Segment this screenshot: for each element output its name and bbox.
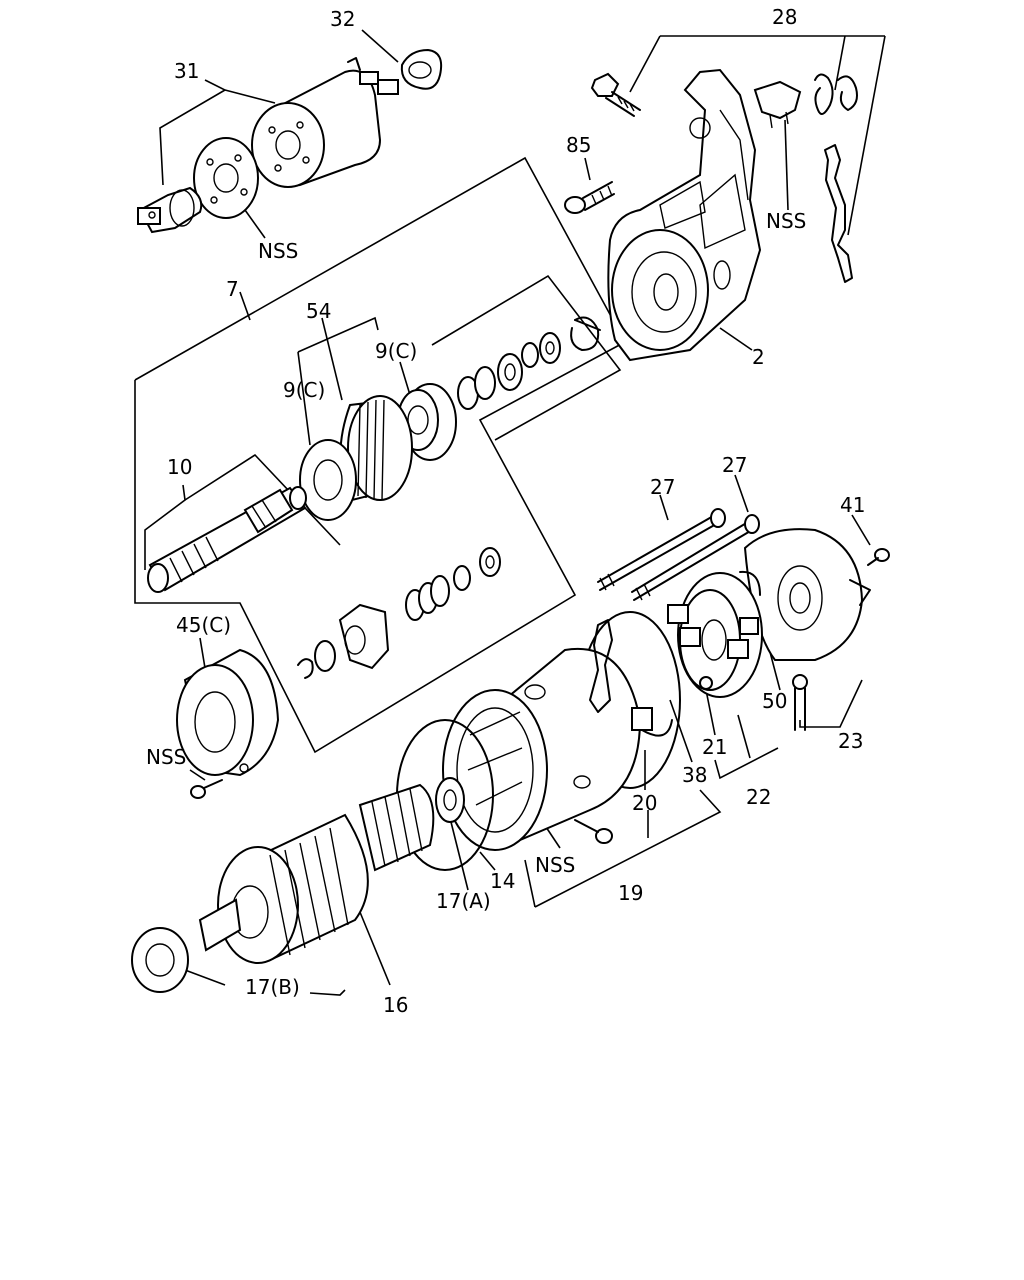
solenoid-switch-31: [251, 57, 399, 188]
callout-41: 41: [840, 493, 865, 517]
callout-28: 28: [772, 5, 797, 29]
pin-50: [792, 674, 808, 731]
callout-9c-left: 9(C): [283, 378, 325, 402]
callout-50: 50: [762, 689, 787, 713]
bracket-clip: [753, 80, 802, 129]
callout-54: 54: [306, 299, 331, 323]
callout-16: 16: [383, 993, 408, 1017]
callout-21: 21: [702, 735, 727, 759]
screw-41: [867, 548, 890, 566]
callout-45c: 45(C): [176, 613, 231, 637]
bolt-28: [590, 72, 641, 117]
plate-screw: [190, 779, 223, 799]
callout-7: 7: [226, 277, 239, 301]
idler-gear-54: [299, 383, 457, 521]
solenoid-plunger: [137, 186, 203, 234]
spring-clips-28: [814, 73, 858, 283]
yoke-screw: [574, 819, 613, 844]
callout-10: 10: [167, 455, 192, 479]
callout-85: 85: [566, 133, 591, 157]
callout-labels: 32 31 28 85 NSS NSS 7 54 9(C) 9(C) 2 10 …: [146, 5, 865, 1017]
callout-9c-right: 9(C): [375, 339, 417, 363]
bearing-17b: [131, 927, 189, 993]
callout-38: 38: [682, 763, 707, 787]
rear-cover-23: [743, 528, 871, 661]
armature-16: [198, 783, 435, 964]
callout-27-b: 27: [722, 453, 747, 477]
drive-housing-2: [607, 68, 762, 362]
callout-22: 22: [746, 785, 771, 809]
callout-19: 19: [618, 881, 643, 905]
callout-31: 31: [174, 59, 199, 83]
callout-nss-plate: NSS: [146, 745, 186, 769]
bolt-85: [564, 181, 615, 214]
callout-20: 20: [632, 791, 657, 815]
callout-nss-yoke: NSS: [535, 853, 575, 877]
callout-17b: 17(B): [245, 975, 300, 999]
brush-holder-22: [667, 570, 763, 698]
through-bolts-27: [597, 508, 760, 601]
drive-small-parts-upper: [457, 316, 601, 410]
callout-2: 2: [752, 345, 765, 369]
pinion-shaft-10: [147, 486, 307, 593]
callout-32: 32: [330, 7, 355, 31]
callout-23: 23: [838, 729, 863, 753]
callout-nss-solenoid: NSS: [258, 239, 298, 263]
solenoid-gasket-plate: [193, 137, 259, 219]
bearing-17a: [435, 777, 465, 823]
callout-17a: 17(A): [436, 889, 491, 913]
plate-45c: [176, 648, 280, 777]
solenoid-boot-32: [400, 49, 443, 90]
drive-small-parts-lower: [297, 547, 501, 679]
callout-14: 14: [490, 869, 515, 893]
callout-27-a: 27: [650, 475, 675, 499]
callout-nss-bracket: NSS: [766, 209, 806, 233]
